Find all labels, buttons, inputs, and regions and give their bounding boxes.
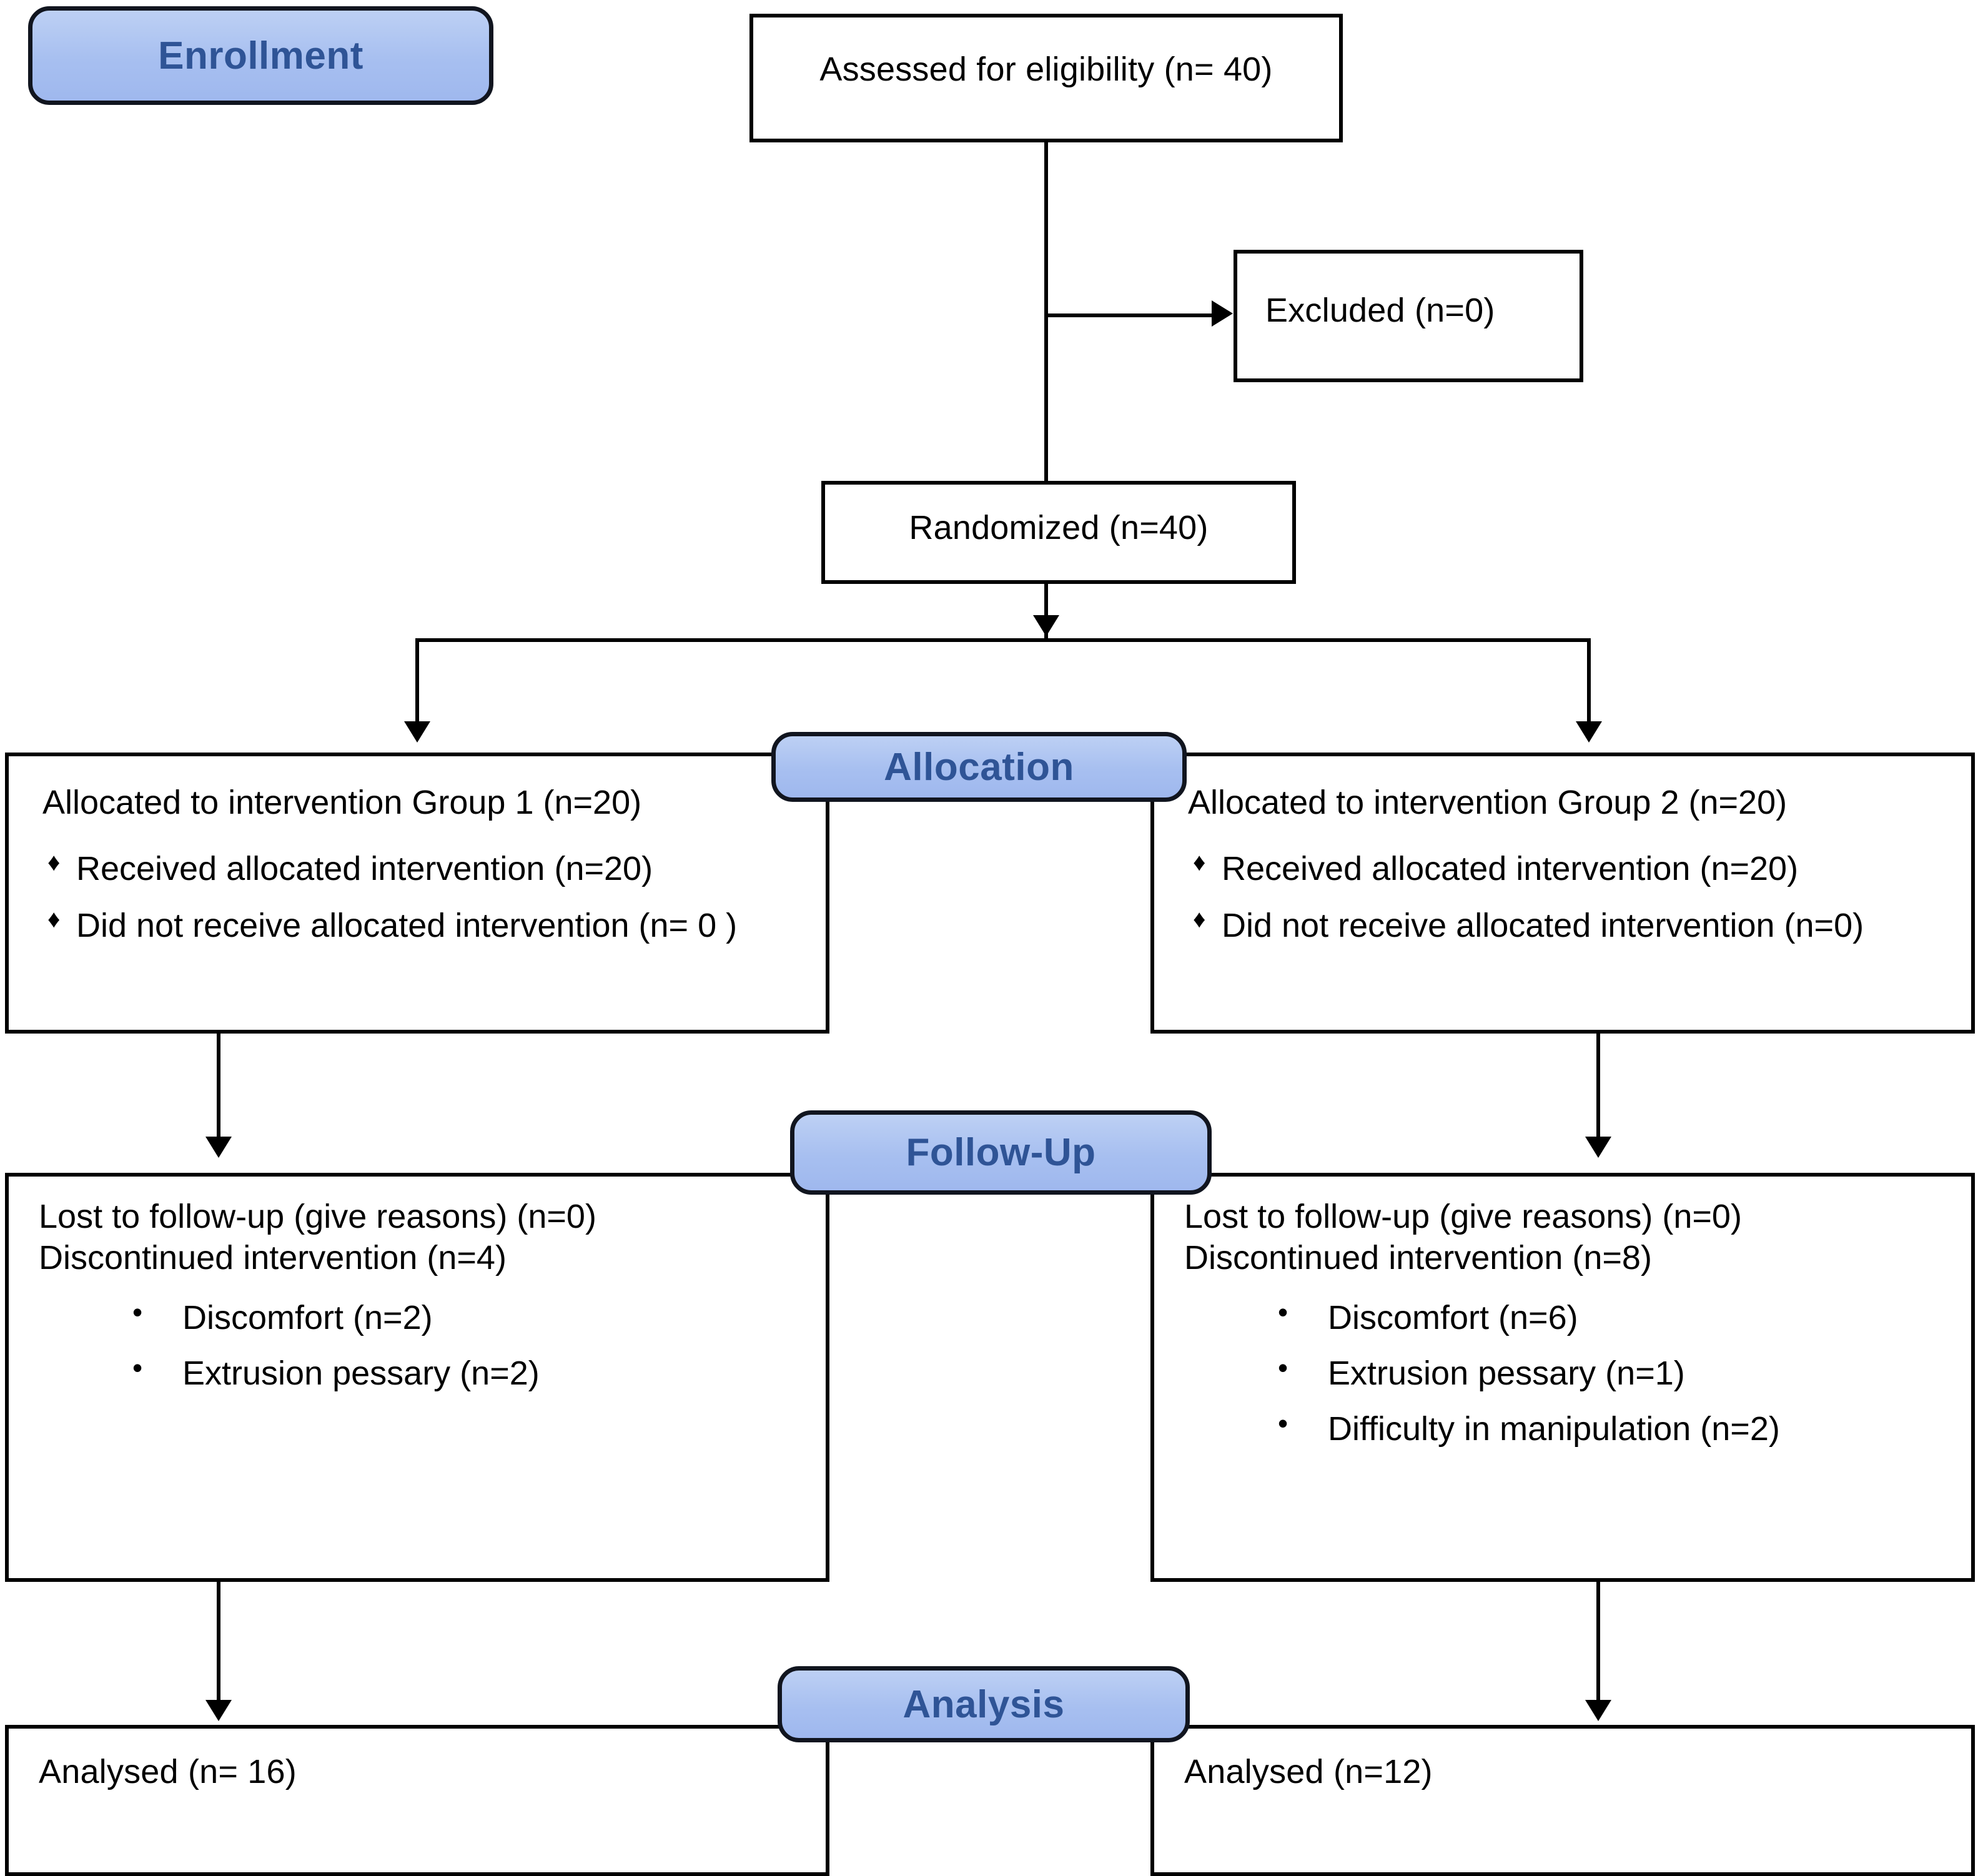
list-item: • Discomfort (n=2): [39, 1296, 540, 1338]
box-analysis-group-2: Analysed (n=12): [1150, 1725, 1975, 1876]
arrow-to-allocation-left: [404, 721, 430, 743]
allocation-left-lead: Allocated to intervention Group 1 (n=20): [42, 784, 642, 821]
box-excluded: Excluded (n=0): [1234, 250, 1583, 382]
followup-left-lead-2: Discontinued intervention (n=4): [39, 1239, 507, 1276]
list-item: ♦ Did not receive allocated intervention…: [1188, 906, 1864, 946]
connector-split-left-down: [415, 638, 419, 732]
diamond-bullet-icon: ♦: [47, 849, 61, 876]
analysis-right-label: Analysed (n=12): [1184, 1753, 1433, 1790]
followup-right-reason-0: Discomfort (n=6): [1328, 1299, 1578, 1336]
arrow-to-analysis-right: [1585, 1700, 1611, 1721]
list-item: ♦ Received allocated intervention (n=20): [42, 849, 737, 889]
connector-randomized-down: [1044, 584, 1048, 641]
box-allocation-group-2: Allocated to intervention Group 2 (n=20)…: [1150, 753, 1975, 1034]
round-bullet-icon: •: [132, 1351, 143, 1384]
followup-left-reason-1: Extrusion pessary (n=2): [182, 1354, 540, 1392]
round-bullet-icon: •: [1278, 1296, 1288, 1328]
assessed-label: Assessed for eligibility (n= 40): [819, 51, 1273, 88]
arrow-to-excluded: [1212, 300, 1233, 327]
arrow-randomized-split: [1033, 615, 1059, 636]
followup-right-reason-2: Difficulty in manipulation (n=2): [1328, 1409, 1780, 1448]
allocation-right-list: ♦ Received allocated intervention (n=20)…: [1188, 832, 1864, 946]
stage-badge-enrollment: Enrollment: [28, 6, 493, 105]
stage-badge-followup: Follow-Up: [790, 1110, 1212, 1195]
box-allocation-group-1: Allocated to intervention Group 1 (n=20)…: [5, 753, 829, 1034]
round-bullet-icon: •: [132, 1296, 143, 1328]
connector-alloc-left-to-followup: [217, 1034, 220, 1146]
arrow-to-followup-left: [205, 1137, 232, 1158]
arrow-to-allocation-right: [1576, 721, 1602, 743]
round-bullet-icon: •: [1278, 1406, 1288, 1439]
allocation-left-item-0: Received allocated intervention (n=20): [76, 850, 653, 887]
allocation-right-item-0: Received allocated intervention (n=20): [1222, 850, 1799, 887]
randomized-label: Randomized (n=40): [909, 509, 1209, 546]
connector-split-horizontal: [415, 638, 1591, 642]
list-item: • Extrusion pessary (n=2): [39, 1351, 540, 1394]
stage-badge-allocation: Allocation: [771, 732, 1187, 802]
connector-followup-left-to-analysis: [217, 1582, 220, 1707]
allocation-left-list: ♦ Received allocated intervention (n=20)…: [42, 832, 737, 946]
box-assessed-for-eligibility: Assessed for eligibility (n= 40): [749, 14, 1343, 142]
connector-split-right-down: [1587, 638, 1591, 732]
list-item: • Discomfort (n=6): [1184, 1296, 1780, 1338]
connector-alloc-right-to-followup: [1596, 1034, 1600, 1146]
diamond-bullet-icon: ♦: [47, 905, 61, 933]
box-analysis-group-1: Analysed (n= 16): [5, 1725, 829, 1876]
list-item: ♦ Did not receive allocated intervention…: [42, 906, 737, 946]
stage-badge-analysis: Analysis: [778, 1666, 1190, 1742]
followup-left-reason-0: Discomfort (n=2): [182, 1299, 433, 1336]
list-item: ♦ Received allocated intervention (n=20): [1188, 849, 1864, 889]
followup-right-reason-1: Extrusion pessary (n=1): [1328, 1354, 1685, 1392]
box-followup-group-1: Lost to follow-up (give reasons) (n=0) D…: [5, 1173, 829, 1582]
allocation-right-item-1: Did not receive allocated intervention (…: [1222, 906, 1864, 944]
excluded-label: Excluded (n=0): [1265, 292, 1495, 329]
list-item: • Difficulty in manipulation (n=2): [1184, 1406, 1780, 1449]
diamond-bullet-icon: ♦: [1193, 905, 1206, 933]
arrow-to-followup-right: [1585, 1137, 1611, 1158]
allocation-right-lead: Allocated to intervention Group 2 (n=20): [1188, 784, 1788, 821]
followup-right-reasons: • Discomfort (n=6) • Extrusion pessary (…: [1184, 1283, 1780, 1449]
arrow-to-analysis-left: [205, 1700, 232, 1721]
box-randomized: Randomized (n=40): [821, 481, 1296, 584]
followup-right-lead-2: Discontinued intervention (n=8): [1184, 1239, 1652, 1276]
connector-to-excluded: [1044, 313, 1213, 317]
followup-left-lead-1: Lost to follow-up (give reasons) (n=0): [39, 1198, 596, 1235]
box-followup-group-2: Lost to follow-up (give reasons) (n=0) D…: [1150, 1173, 1975, 1582]
allocation-left-item-1: Did not receive allocated intervention (…: [76, 906, 738, 944]
connector-followup-right-to-analysis: [1596, 1582, 1600, 1707]
connector-assessed-spine: [1044, 142, 1048, 483]
list-item: • Extrusion pessary (n=1): [1184, 1351, 1780, 1394]
diamond-bullet-icon: ♦: [1193, 849, 1206, 876]
round-bullet-icon: •: [1278, 1351, 1288, 1384]
followup-left-reasons: • Discomfort (n=2) • Extrusion pessary (…: [39, 1283, 540, 1394]
analysis-left-label: Analysed (n= 16): [39, 1753, 297, 1790]
followup-right-lead-1: Lost to follow-up (give reasons) (n=0): [1184, 1198, 1742, 1235]
